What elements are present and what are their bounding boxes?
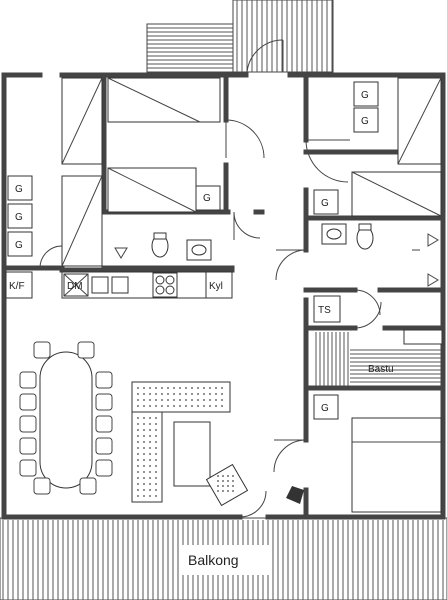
bathroom-right [321, 223, 439, 287]
dining-chair [77, 341, 95, 359]
wardrobe-label-8: G [321, 403, 329, 414]
dining-chair [19, 393, 37, 411]
dining-chair [19, 415, 37, 433]
doors [39, 119, 382, 518]
dining-set [19, 341, 113, 495]
dining-chair [33, 341, 51, 359]
wardrobe-label-4: G [203, 193, 211, 204]
bottom-right-bedroom: G [313, 394, 442, 513]
sauna-label: Bastu [368, 364, 394, 375]
wardrobe-label-7: G [321, 198, 329, 209]
wardrobe-label-3: G [15, 240, 23, 251]
dining-chair [95, 371, 113, 389]
walls [1, 72, 446, 520]
dining-chair [19, 371, 37, 389]
fridge-freezer-label: K/F [9, 281, 25, 292]
dining-chair [95, 415, 113, 433]
wardrobe-label-2: G [15, 212, 23, 223]
laundry-sauna: TS Bastu [313, 295, 443, 386]
lounge [131, 381, 304, 507]
dining-chair [95, 459, 113, 477]
wardrobe-label-1: G [15, 184, 23, 195]
right-bedroom: G G G [313, 77, 442, 217]
wardrobe-label-6: G [361, 116, 369, 127]
balcony-label: Balkong [188, 552, 239, 568]
dining-chair [19, 437, 37, 455]
fridge-label: Kyl [209, 281, 223, 292]
dining-chair [33, 477, 51, 495]
dining-chair [79, 477, 97, 495]
dishwasher-label: DM [67, 281, 83, 292]
dining-chair [95, 393, 113, 411]
balcony-deck: Balkong [0, 517, 447, 600]
dining-chair [95, 437, 113, 455]
entrance-stairs [146, 0, 334, 73]
left-bedroom: G G G [7, 77, 103, 267]
wardrobe-label-5: G [361, 90, 369, 101]
dining-chair [19, 459, 37, 477]
washer-dryer-label: TS [318, 305, 331, 316]
kitchen: K/F DM Kyl [5, 271, 233, 299]
wc-left [114, 232, 212, 261]
middle-bedroom: G [107, 77, 221, 213]
